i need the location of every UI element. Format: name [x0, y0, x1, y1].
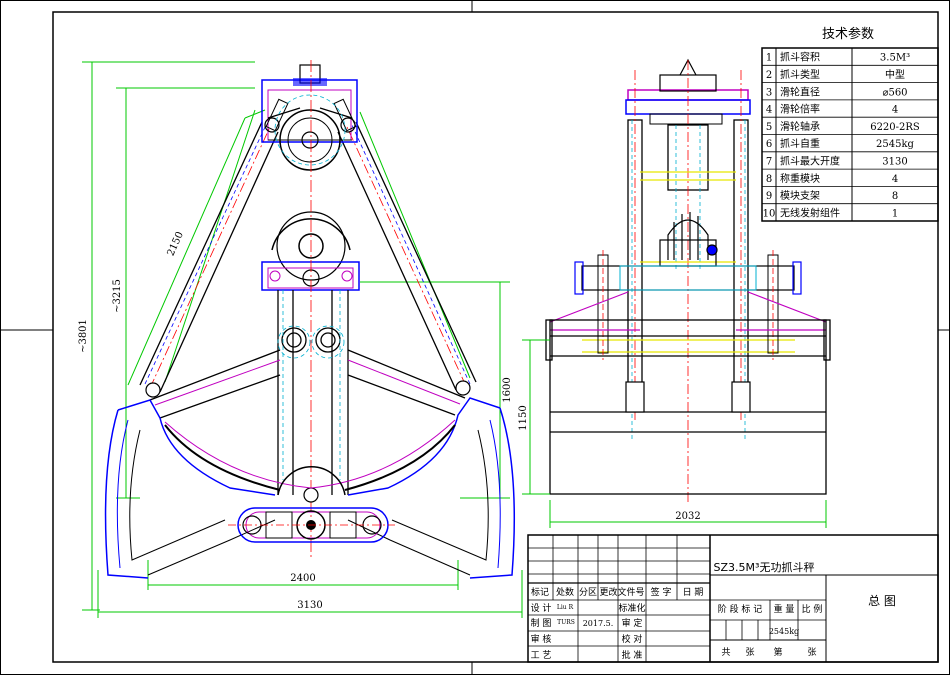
param-no: 9	[766, 191, 772, 202]
param-value: 3.5M³	[880, 53, 910, 64]
drawing-name: SZ3.5M³无功抓斗秤	[714, 560, 815, 574]
param-name: 抓斗最大开度	[780, 154, 840, 167]
lbl-stage-mark: 阶 段 标 记	[718, 603, 763, 615]
tech-params-table: 技术参数 1 抓斗容积 3.5M³ 2 抓斗类型 中型 3 滑轮直径 ⌀560 4 滑轮倍率 4 5 滑轮…	[761, 26, 939, 222]
bucket-arms-magenta	[154, 359, 461, 406]
dim-text-2150: 2150	[166, 230, 186, 258]
param-no: 10	[763, 208, 776, 219]
title-block-text: SZ3.5M³无功抓斗秤 总 图 标记 处数 分区 更改文件号 签 字 日 期 …	[531, 560, 896, 661]
param-value: 4	[892, 174, 898, 185]
val-date: 2017.5.	[583, 619, 614, 628]
param-value: 1	[892, 208, 898, 219]
dim-text-2032: 2032	[675, 511, 700, 522]
lbl-approve: 批 准	[622, 649, 643, 661]
side-sheaves	[659, 212, 718, 267]
title-block	[527, 534, 939, 663]
dim-text-3801: ~3801	[78, 319, 89, 353]
param-no: 1	[766, 53, 772, 64]
dim-text-3130: 3130	[297, 600, 322, 611]
param-value: 3130	[882, 156, 907, 167]
dim-text-1150: 1150	[518, 405, 529, 430]
lbl-proofread: 校 对	[622, 633, 643, 645]
bucket-magenta-profile	[164, 419, 456, 489]
front-view-grab: ~3801 ~3215 2150 1600 2400 3130	[78, 60, 523, 618]
lbl-design: 设 计	[531, 602, 552, 614]
side-cyan-hidden	[631, 120, 746, 440]
param-name: 抓斗自重	[780, 137, 820, 150]
tie-rod-centerlines	[149, 126, 467, 389]
lbl-standardize: 标准化	[618, 602, 645, 614]
param-name: 滑轮轴承	[780, 120, 820, 133]
param-name: 抓斗容积	[780, 51, 820, 64]
param-no: 7	[766, 156, 772, 167]
side-braces	[549, 291, 827, 331]
param-no: 6	[766, 139, 772, 150]
lower-sheave-block	[261, 211, 360, 291]
lbl-mark: 标记	[531, 586, 549, 598]
lbl-zones: 处数	[556, 586, 574, 598]
lbl-draw: 制 图	[531, 617, 552, 629]
param-no: 3	[766, 87, 772, 98]
lower-linkage	[228, 466, 395, 543]
param-value: 4	[892, 105, 898, 116]
tech-params-title: 技术参数	[822, 26, 874, 42]
sheet-title: 总 图	[868, 594, 896, 608]
param-name: 称重模块	[780, 172, 820, 185]
val-weight: 2545kg	[769, 627, 799, 636]
lbl-review: 审 定	[622, 617, 643, 629]
side-bucket	[545, 319, 831, 495]
val-designer: Liu R	[557, 604, 574, 611]
dim-text-1600: 1600	[502, 377, 513, 402]
param-no: 2	[766, 70, 772, 81]
param-value: 中型	[885, 68, 905, 81]
param-value: ⌀560	[882, 87, 907, 98]
side-view-grab: 1150 2032	[518, 58, 831, 528]
bucket-arms	[149, 349, 466, 419]
param-no: 4	[766, 105, 772, 116]
pivot-pins	[145, 380, 471, 503]
param-no: 5	[766, 122, 772, 133]
left-bucket	[104, 399, 281, 579]
lbl-sheet-no: 第	[773, 646, 782, 658]
lbl-sign: 签 字	[651, 586, 672, 598]
param-name: 抓斗类型	[780, 68, 820, 81]
upper-crosshead	[261, 64, 358, 171]
lbl-partition: 分区	[579, 587, 597, 598]
param-value: 2545kg	[876, 139, 915, 150]
side-yellow-hidden	[582, 171, 795, 353]
param-name: 滑轮倍率	[780, 103, 820, 116]
right-bucket	[344, 397, 516, 579]
tie-rods	[139, 121, 477, 393]
lbl-check: 审 核	[531, 633, 552, 645]
lbl-date: 日 期	[683, 587, 704, 598]
dim-text-3215: ~3215	[112, 279, 123, 313]
lbl-process: 工 艺	[531, 650, 552, 661]
param-name: 无线发射组件	[780, 206, 840, 219]
front-dimension-lines	[82, 61, 523, 618]
side-pivots	[625, 381, 751, 413]
dim-text-2400: 2400	[290, 573, 315, 584]
inner-frame	[52, 11, 939, 663]
side-frame-centerlines	[634, 60, 742, 505]
side-dimension-lines	[522, 339, 827, 528]
val-drafter: TURS	[557, 619, 575, 626]
lbl-change-doc: 更改文件号	[599, 586, 644, 598]
param-no: 8	[766, 174, 772, 185]
lbl-weight: 重 量	[774, 603, 795, 615]
param-name: 滑轮直径	[780, 85, 820, 98]
lbl-scale: 比 例	[802, 603, 823, 615]
param-value: 6220-2RS	[870, 122, 920, 133]
lbl-total: 共	[721, 647, 730, 658]
tie-rod-blue-hidden	[144, 124, 471, 385]
param-name: 模块支架	[780, 190, 820, 202]
param-value: 8	[892, 191, 898, 202]
lbl-sheets: 张	[745, 647, 754, 658]
lbl-sheet-unit: 张	[807, 647, 816, 658]
center-beam-cyan	[277, 290, 345, 480]
center-beam	[277, 290, 349, 495]
